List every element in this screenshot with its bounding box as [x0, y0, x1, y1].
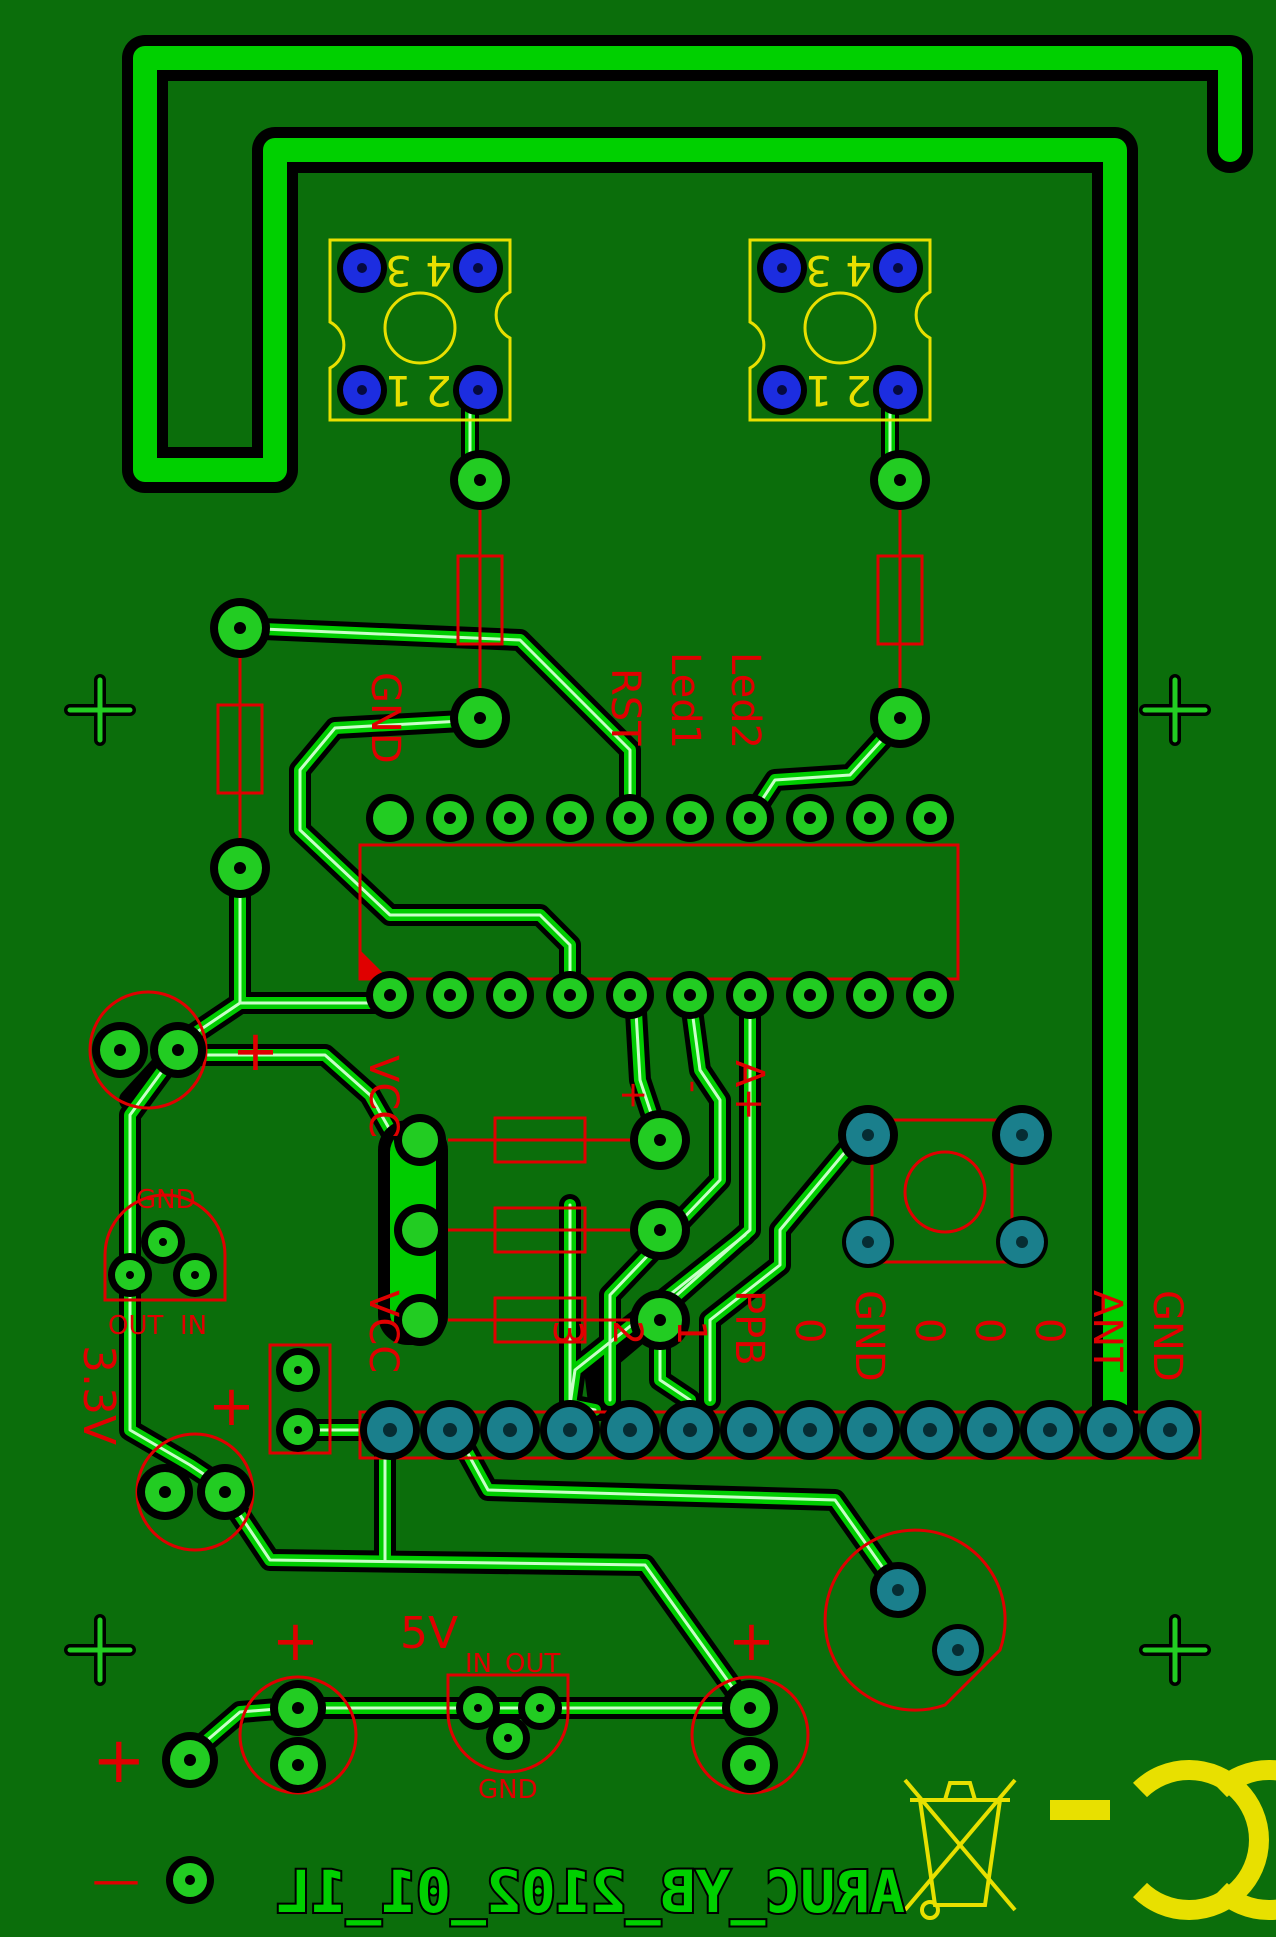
cap4-plus: +: [728, 1609, 775, 1674]
silk-text: GND RST Led1 Led2 VCC VCC + - A+ 3 2 1 P…: [73, 246, 1190, 1928]
ic-bottom-row: [366, 971, 954, 1019]
silkscreen-lines: [88, 480, 1202, 1795]
reg5-value-label: 5V: [400, 1608, 458, 1659]
button-footprint-left: [328, 238, 512, 422]
label-vcc-upper: VCC: [360, 1055, 406, 1138]
ic-top-row: [366, 794, 954, 842]
board-name: ARUC_YB_2102_01_1L: [276, 1858, 905, 1926]
antenna-trace: [122, 35, 1253, 1453]
label-pin-2: 2: [604, 1320, 650, 1345]
label-vcc-lower: VCC: [360, 1290, 406, 1373]
label-gnd-top: GND: [362, 672, 408, 764]
sw2-pin-label-bottom: 2 1: [805, 366, 872, 415]
label-zero-b: 0: [906, 1318, 952, 1343]
reg33-value-label: 3.3V: [73, 1345, 124, 1445]
switch-pads: [838, 1105, 1052, 1676]
reg33-gnd-label: GND: [136, 1185, 196, 1215]
cap2-plus: +: [208, 1374, 255, 1439]
ic-pin1-marker: [360, 950, 388, 978]
label-a-plus: A+: [726, 1060, 772, 1121]
label-led1: Led1: [662, 652, 708, 749]
sw1-pin-label-bottom: 2 1: [385, 366, 452, 415]
reg33-in-label: IN: [180, 1311, 207, 1341]
cap1-plus: +: [232, 1019, 279, 1084]
label-zero-d: 0: [1026, 1318, 1072, 1343]
label-rst: RST: [602, 668, 648, 746]
label-pin-3: 3: [544, 1320, 590, 1345]
label-led2: Led2: [722, 652, 768, 749]
label-plus-mid: +: [613, 1080, 654, 1110]
pin-header: [360, 1400, 1200, 1460]
reg5-in-label: IN: [465, 1649, 492, 1679]
fiducials: [64, 674, 1211, 1686]
label-ppb: PPB: [726, 1290, 772, 1366]
label-zero-c: 0: [966, 1318, 1012, 1343]
sw1-pin-label-top: 4 3: [385, 246, 452, 295]
reg5-out-label: OUT: [505, 1649, 560, 1679]
ce-mark-icon: [1050, 1760, 1276, 1920]
reg33-out-label: OUT: [108, 1311, 163, 1341]
label-ant: ANT: [1084, 1290, 1130, 1372]
label-pin-1: 1: [668, 1320, 714, 1345]
label-gnd-h2: GND: [1144, 1290, 1190, 1382]
label-zero-a: 0: [786, 1318, 832, 1343]
cap3-plus: +: [272, 1609, 319, 1674]
weee-crossed-bin-icon: [903, 1778, 1017, 1920]
label-minus-mid: -: [673, 1080, 714, 1093]
button-footprint-right: [748, 238, 932, 422]
label-gnd-h1: GND: [846, 1290, 892, 1382]
sw2-pin-label-top: 4 3: [805, 246, 872, 295]
th-pads: [92, 450, 930, 1904]
reg5-gnd-label: GND: [478, 1775, 538, 1805]
power-plus: +: [92, 1724, 146, 1798]
power-minus: —: [92, 1852, 140, 1908]
